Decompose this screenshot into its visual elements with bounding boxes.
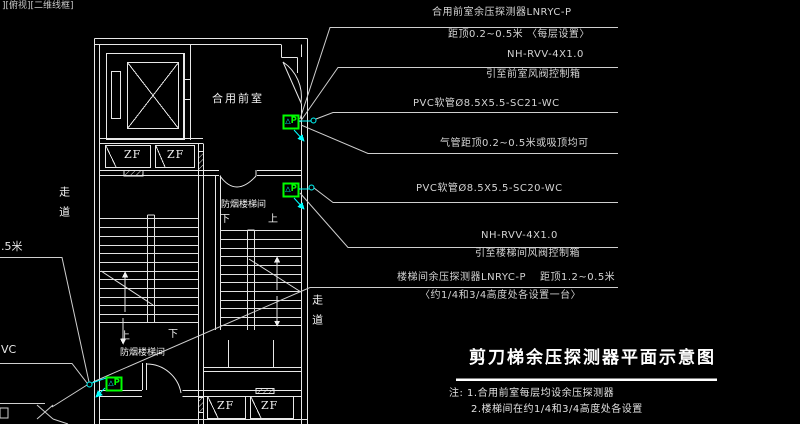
- damper-label-1: ZF: [124, 148, 142, 161]
- up-label-right-stair: 上: [268, 214, 278, 225]
- triangle-glyph: △: [285, 117, 291, 125]
- annotation-air-tube-height: 气管距顶0.2~0.5米或吸顶均可: [440, 138, 589, 149]
- fire-dampers: [105, 145, 294, 419]
- viewport-control-label[interactable]: ][俯视][二维线框]: [2, 1, 74, 11]
- annotation-pvc-sc21: PVC软管Ø8.5X5.5-SC21-WC: [413, 98, 560, 109]
- room-label-shared-lobby: 合用前室: [212, 92, 264, 105]
- annotation-lobby-detector: 合用前室余压探测器LNRYC-P: [432, 7, 572, 18]
- drawing-title: 剪刀梯余压探测器平面示意图: [469, 348, 716, 368]
- annotation-stair-detector-note: 〈约1/4和3/4高度处各设置一台〉: [420, 290, 582, 301]
- annotation-stair-detector: 楼梯间余压探测器LNRYC-P: [397, 272, 527, 283]
- pressure-detector-symbols: [105, 114, 300, 392]
- annotation-cable-1: NH-RVV-4X1.0: [507, 49, 584, 60]
- detector-cyan-links: [86, 117, 317, 398]
- stairwell-label-right: 防烟楼梯间: [221, 200, 267, 210]
- walls: [94, 38, 308, 424]
- triangle-glyph: △: [108, 379, 114, 387]
- damper-label-4: ZF: [261, 399, 279, 412]
- detector-symbol-3: △P: [106, 377, 122, 390]
- annotation-cut-height: .5米: [1, 240, 23, 253]
- annotation-cut-pvc: VC: [1, 343, 17, 356]
- stair-left: [99, 214, 199, 345]
- p-glyph: P: [290, 116, 297, 127]
- down-label-right-stair: 下: [220, 214, 230, 225]
- corridor-label-right: 走道: [310, 294, 324, 334]
- detector-symbol-2: △P: [283, 183, 299, 196]
- vent-grilles: [123, 151, 275, 413]
- annotation-to-stair-valve-box: 引至楼梯间风阀控制箱: [475, 248, 580, 259]
- damper-label-3: ZF: [217, 399, 235, 412]
- annotation-to-lobby-valve-box: 引至前室风阀控制箱: [486, 69, 581, 80]
- door-swings: [146, 61, 302, 394]
- drawing-note-2: 2.楼梯间在约1/4和3/4高度处各设置: [471, 404, 643, 415]
- leader-lines: [0, 27, 618, 424]
- stairwell-label-bottom: 防烟楼梯间: [120, 348, 166, 358]
- drawing-note-1: 注: 1.合用前室每层均设余压探测器: [449, 388, 615, 399]
- annotation-cable-2: NH-RVV-4X1.0: [481, 230, 558, 241]
- triangle-glyph: △: [285, 185, 291, 193]
- p-glyph: P: [113, 378, 120, 389]
- damper-label-2: ZF: [167, 148, 185, 161]
- detector-symbol-1: △P: [283, 115, 299, 128]
- stair-right: [220, 229, 302, 330]
- p-glyph: P: [290, 184, 297, 195]
- up-label-bottom-stair: 上: [120, 331, 130, 342]
- down-label-bottom-stair: 下: [168, 329, 178, 340]
- corridor-label-left: 走道: [57, 186, 71, 226]
- annotation-stair-detector-height: 距顶1.2~0.5米: [540, 272, 616, 283]
- elevator-shaft: [106, 53, 191, 140]
- annotation-pvc-sc20: PVC软管Ø8.5X5.5-SC20-WC: [416, 183, 563, 194]
- annotation-lobby-detector-height: 距顶0.2~0.5米 〈每层设置〉: [448, 29, 590, 40]
